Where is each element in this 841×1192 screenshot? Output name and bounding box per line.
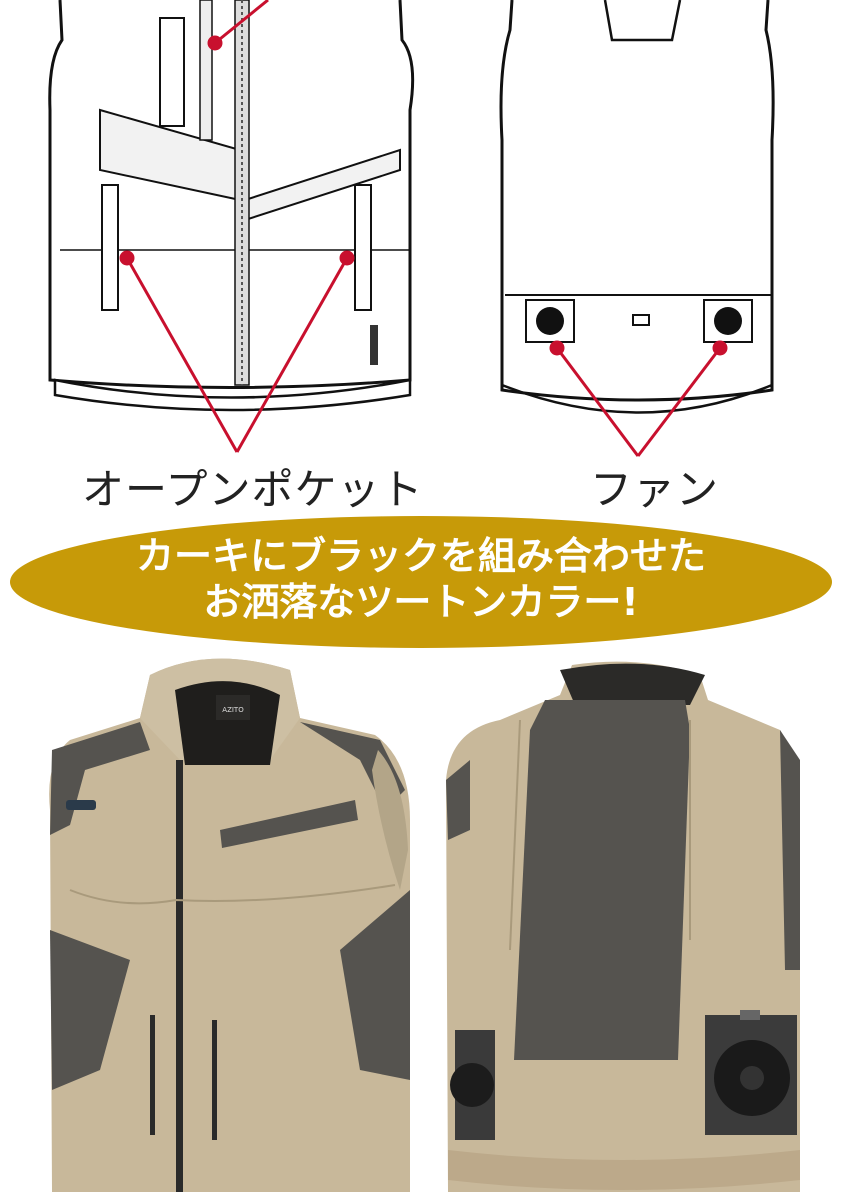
banner-ellipse: [10, 516, 832, 648]
front-vest-drawing: [48, 0, 415, 412]
open-pocket-label: オープンポケット: [82, 465, 424, 514]
brand-tag: AZITO: [222, 706, 244, 714]
banner-line-1: カーキにブラックを組み合わせた: [135, 534, 706, 578]
front-vest-photo: AZITO: [49, 658, 411, 1192]
banner-text: カーキにブラックを組み合わせた お洒落なツートンカラー!: [10, 533, 832, 625]
technical-drawings: [48, 0, 775, 457]
callout-lines: [119, 0, 728, 457]
product-photos: AZITO: [49, 658, 800, 1192]
back-vest-drawing: [499, 0, 775, 414]
fan-label: ファン: [590, 465, 720, 514]
banner-line-2: お洒落なツートンカラー!: [203, 580, 639, 624]
back-vest-photo: [446, 661, 800, 1192]
